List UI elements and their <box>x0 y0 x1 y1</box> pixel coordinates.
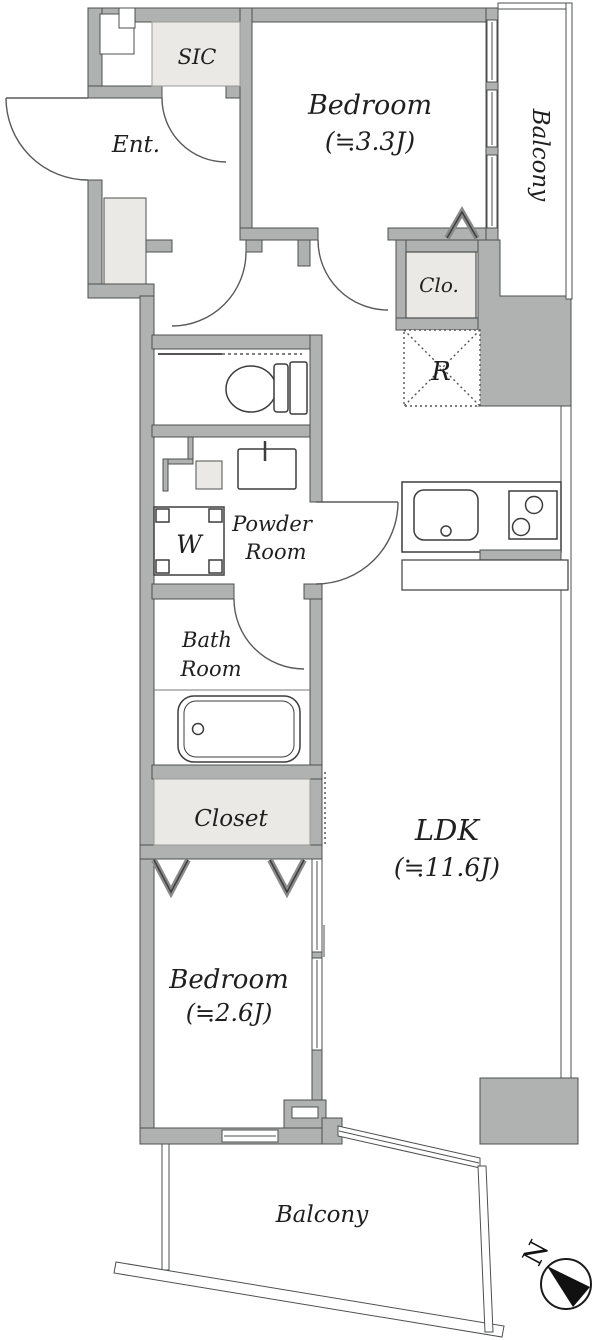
wall-sic-bottom-left <box>87 85 163 99</box>
closet-label: Closet <box>194 806 268 832</box>
walls <box>87 7 579 1145</box>
windows <box>221 19 498 1169</box>
wall-hall-stub-left <box>142 239 173 253</box>
refrigerator-space-icon <box>403 329 481 407</box>
wall-hall-stub-right <box>245 239 263 253</box>
bedroom1-size-label: (≒3.3J) <box>325 127 415 156</box>
clo-area <box>405 251 477 319</box>
wall-toilet-bottom <box>151 424 323 438</box>
closet-area <box>153 778 311 846</box>
kitchen-sink-icon <box>413 489 479 541</box>
balcony-bottom-slant-rail <box>113 1261 505 1338</box>
ldk-size-label: (≒11.6J) <box>394 853 500 882</box>
wall-powder-bath-left <box>151 583 235 600</box>
hall-door-arc <box>171 251 247 327</box>
compass-icon <box>540 1258 592 1310</box>
wall-right-thin <box>560 405 572 1079</box>
sic-area <box>151 21 241 87</box>
washbasin-icon <box>237 441 297 490</box>
wall-closet-bottom <box>139 844 323 860</box>
bath-room-label-2: Room <box>179 657 241 681</box>
balcony-right-label: Balcony <box>527 108 553 203</box>
clo-label: Clo. <box>419 273 459 297</box>
door-arcs <box>5 97 399 670</box>
refrigerator-label: R <box>430 357 451 387</box>
pipe-space-box <box>103 197 147 285</box>
balcony-bottom-right-rail <box>477 1165 494 1333</box>
wall-notch-topleft-step <box>118 7 136 29</box>
wall-clo-top <box>395 239 481 253</box>
powder-pipe-box <box>195 460 223 490</box>
wall-hook-notch <box>291 1106 319 1119</box>
bedroom1-door-arc <box>317 239 389 311</box>
balcony-bottom-left-rail <box>161 1143 170 1271</box>
balcony-right-top-rail <box>497 2 573 10</box>
kitchen-counter-front <box>401 559 569 591</box>
wall-bedroom1-bottom-left <box>239 227 319 241</box>
washbasin-alcove-walls <box>162 436 194 492</box>
wall-clo-left <box>395 239 407 331</box>
bedroom2-label: Bedroom <box>168 965 289 995</box>
wall-left-lower <box>139 295 155 1145</box>
wall-column-right-a <box>309 334 323 503</box>
powder-room-label-1: Powder <box>231 512 314 536</box>
toilet-icon <box>225 361 308 415</box>
wall-corridor-stub <box>297 239 311 267</box>
balcony-right-side-rail <box>565 2 573 300</box>
wall-powder-bath-right <box>303 583 323 600</box>
powder-room-label-2: Room <box>244 540 306 564</box>
bath-room-label-1: Bath <box>181 628 232 652</box>
bath-door-arc <box>233 598 305 670</box>
wall-pillar-upper-right <box>477 239 572 407</box>
sic-label: SIC <box>178 45 217 69</box>
wall-column-right-b <box>309 583 323 846</box>
compass-needle <box>547 1266 590 1307</box>
washing-machine-icon <box>153 506 225 576</box>
entrance-label: Ent. <box>111 132 160 158</box>
kitchen-stove-icon <box>508 490 558 540</box>
wall-left-mid <box>87 179 103 299</box>
wall-bedroom1-left <box>239 7 253 239</box>
bedroom2-size-label: (≒2.6J) <box>186 999 273 1027</box>
wall-top <box>87 7 499 23</box>
wall-pillar-lower-right <box>479 1077 579 1145</box>
sic-door-arc <box>161 97 227 163</box>
entrance-door-arc <box>5 97 89 181</box>
wall-toilet-top <box>151 334 323 350</box>
balcony-rails <box>113 2 573 1338</box>
wall-clo-bottom <box>395 317 481 331</box>
bedroom1-label: Bedroom <box>307 90 432 121</box>
washer-label: W <box>176 530 204 559</box>
wall-bath-bottom <box>151 764 323 780</box>
balcony-bottom-label: Balcony <box>275 1202 370 1228</box>
powder-door-arc <box>315 501 399 585</box>
ldk-label: LDK <box>414 813 482 847</box>
kitchen-half-wall <box>479 549 562 561</box>
window-center-lines <box>224 22 493 1164</box>
wall-bedroom1-bottom-right <box>387 227 499 241</box>
hanger-bracket-icons <box>151 205 480 899</box>
bathtub-icon <box>177 695 301 763</box>
